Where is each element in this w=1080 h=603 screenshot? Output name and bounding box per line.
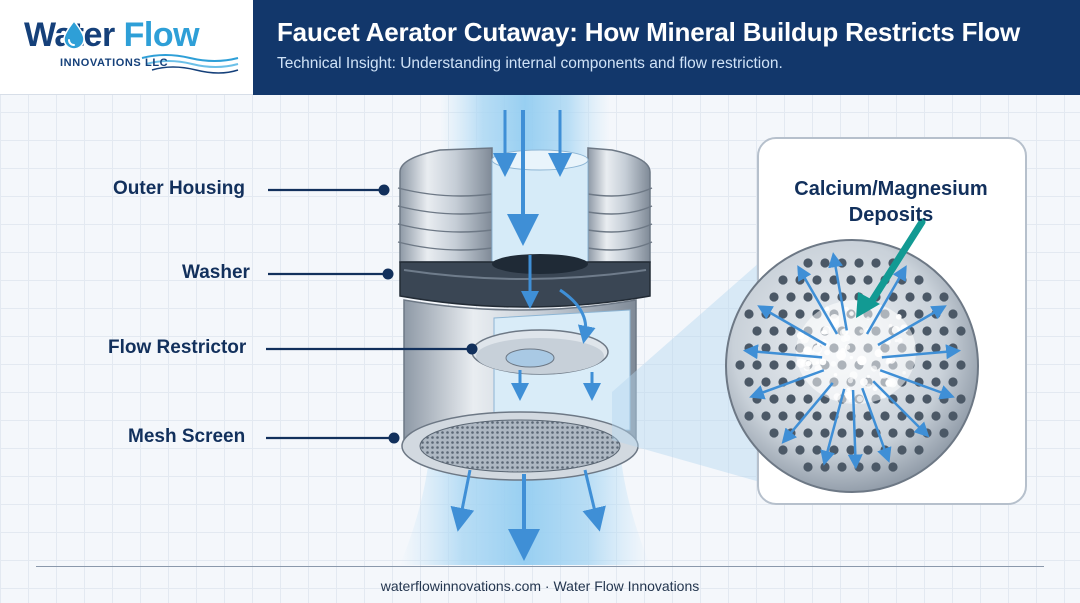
flow-restrictor-part xyxy=(471,329,609,375)
header: Water Flow INNOVATIONS LLC Faucet Aerato… xyxy=(0,0,1080,95)
footer-divider xyxy=(36,566,1044,567)
perforated-disc xyxy=(725,239,979,493)
logo-waves-icon xyxy=(141,54,239,74)
footer-text: waterflowinnovations.com · Water Flow In… xyxy=(380,578,700,594)
logo-word-flow: Flow xyxy=(123,16,200,54)
washer-part xyxy=(399,254,651,308)
leader-dots xyxy=(378,184,478,444)
title-bar: Faucet Aerator Cutaway: How Mineral Buil… xyxy=(253,0,1080,95)
page-title: Faucet Aerator Cutaway: How Mineral Buil… xyxy=(277,17,1020,47)
label-mesh-screen: Mesh Screen xyxy=(128,426,246,447)
outer-housing-part xyxy=(397,147,653,268)
deposit-pointer-arrow xyxy=(866,218,926,308)
leader-lines xyxy=(266,188,470,440)
zoom-title-line-2: Deposits xyxy=(848,204,934,226)
label-outer-housing: Outer Housing xyxy=(113,178,245,199)
company-logo: Water Flow INNOVATIONS LLC xyxy=(0,0,253,95)
deposit-pointer-head xyxy=(856,292,880,318)
radial-flow-arrows xyxy=(742,252,962,470)
mesh-screen-part xyxy=(401,411,639,481)
mineral-deposits xyxy=(796,300,916,404)
thread-rings xyxy=(397,147,653,263)
zoom-title-line-1: Calcium/Magnesium xyxy=(794,178,988,200)
label-flow-restrictor: Flow Restrictor xyxy=(108,337,247,358)
aerator-cutaway-diagram xyxy=(266,95,1027,565)
page-subtitle: Technical Insight: Understanding interna… xyxy=(277,55,783,72)
label-washer: Washer xyxy=(182,262,250,283)
zoom-title: Calcium/Magnesium Deposits xyxy=(760,176,1022,228)
water-drop-icon xyxy=(63,20,85,50)
logo-subtitle: INNOVATIONS LLC xyxy=(60,57,169,69)
logo-wordmark: Water Flow xyxy=(24,16,200,55)
flow-arrows xyxy=(450,110,606,561)
